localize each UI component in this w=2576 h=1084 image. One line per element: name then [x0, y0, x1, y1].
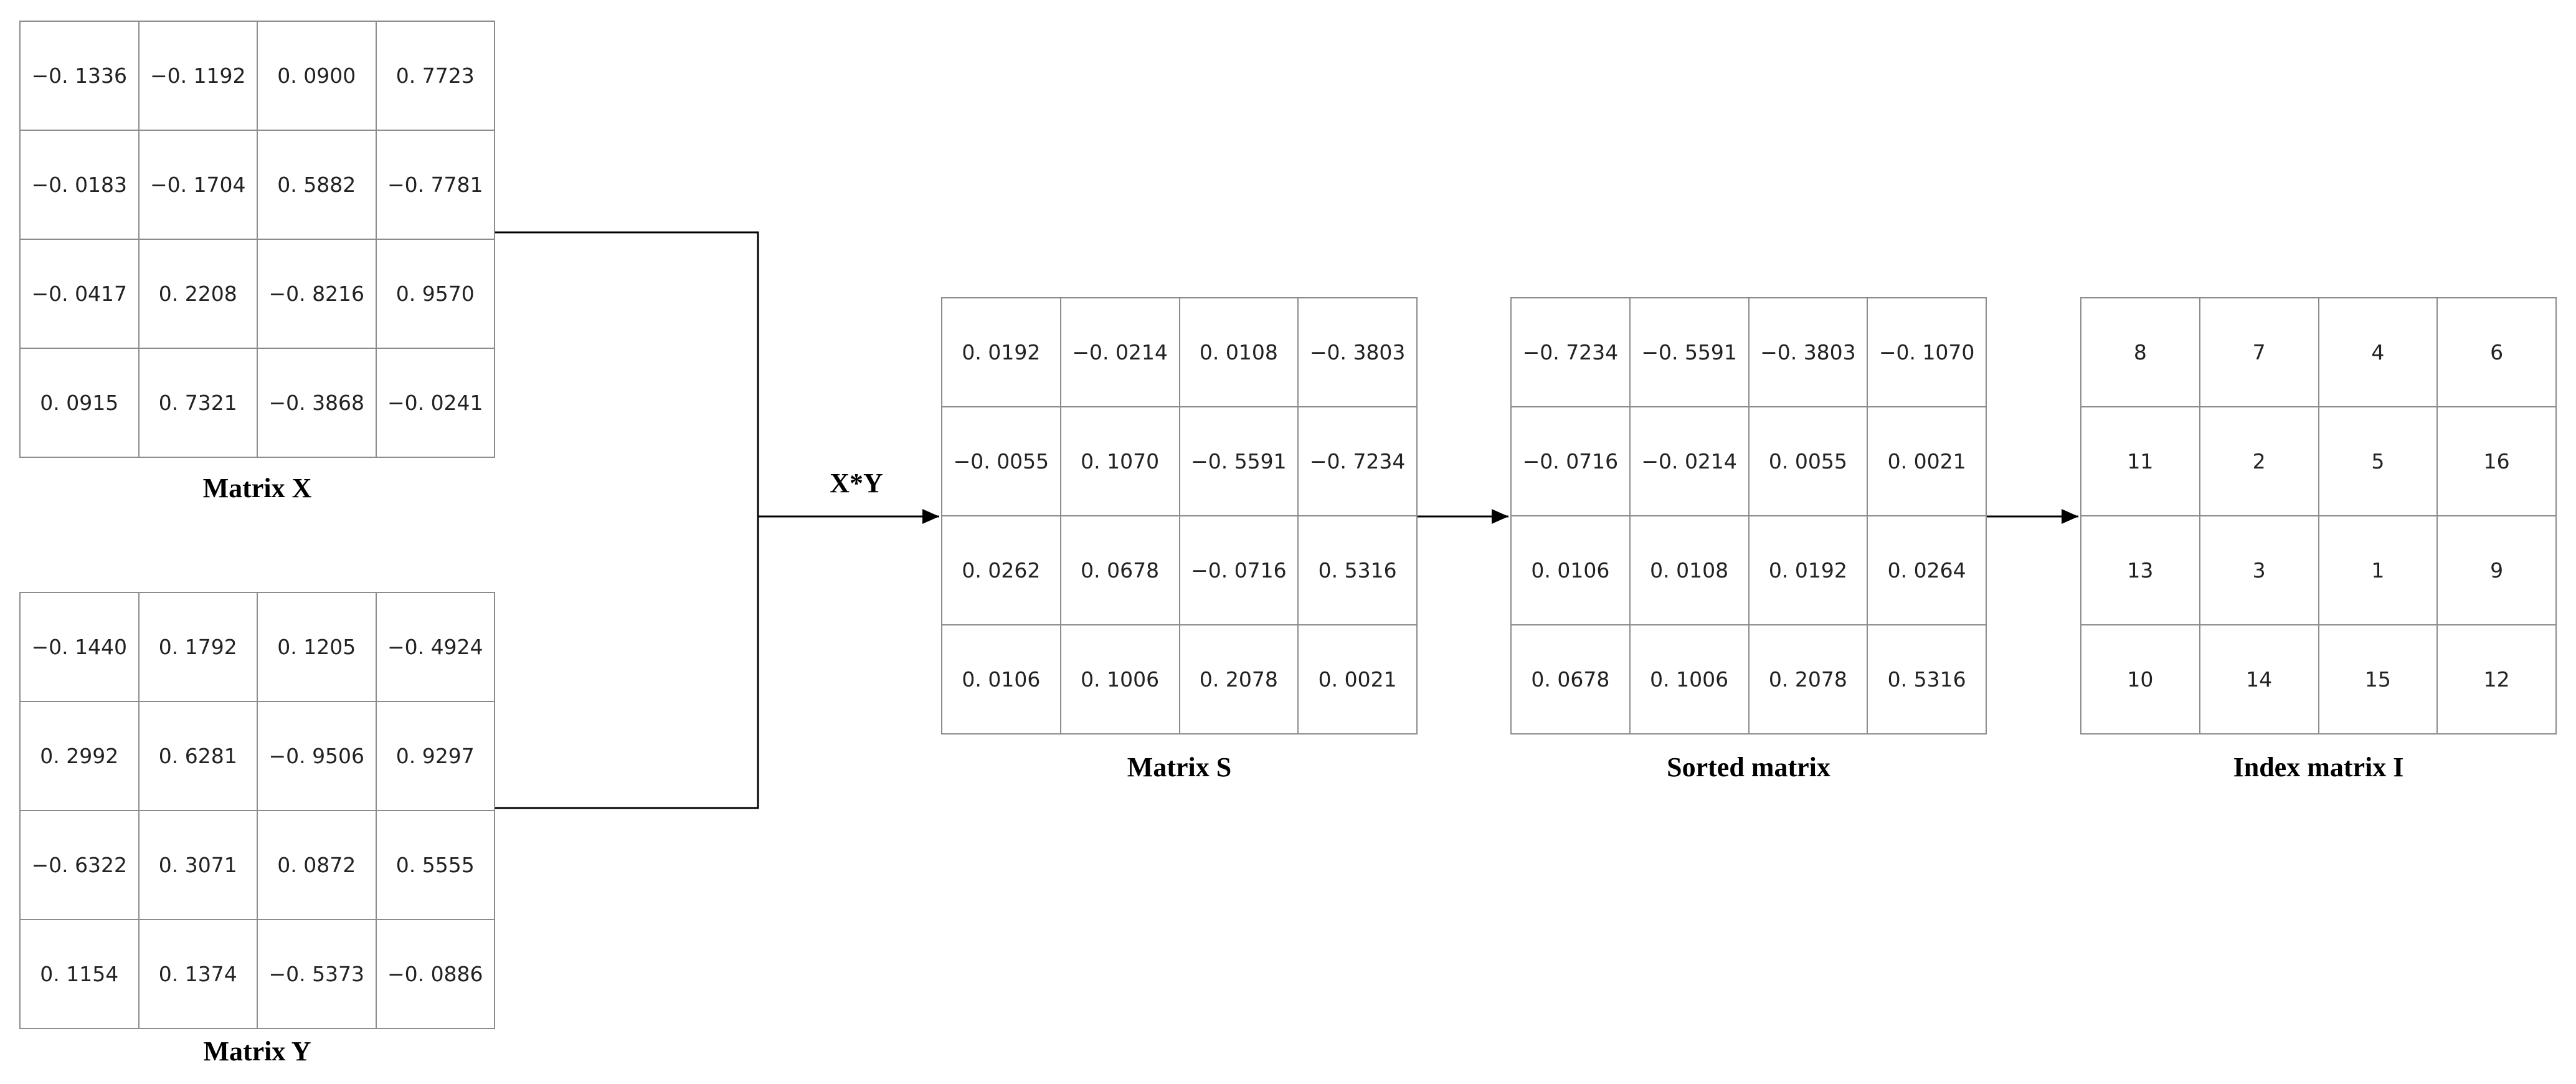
matrix-x-caption: Matrix X — [202, 473, 312, 503]
matrix-y-cell: 0. 1374 — [139, 920, 258, 1029]
matrix-s-cell: 0. 0021 — [1299, 625, 1418, 735]
index-matrix-cell: 10 — [2081, 625, 2200, 735]
sorted-matrix-cell: 0. 2078 — [1749, 625, 1868, 735]
sorted-matrix-cell: −0. 5591 — [1630, 298, 1750, 407]
matrix-x-cell: −0. 1336 — [21, 22, 140, 131]
matrix-y-cell: 0. 6281 — [139, 702, 258, 811]
matrix-s-cell: 0. 5316 — [1299, 516, 1418, 625]
matrix-x-cell: −0. 1192 — [139, 22, 258, 131]
matrix-x-cell: 0. 9570 — [376, 240, 495, 349]
matrix-y-cell: −0. 0886 — [376, 920, 495, 1029]
index-matrix-cell: 3 — [2200, 516, 2319, 625]
matrix-s-cell: 0. 0192 — [942, 298, 1061, 407]
matrix-s-cell: 0. 0678 — [1061, 516, 1180, 625]
sorted-matrix-cell: 0. 0678 — [1512, 625, 1631, 735]
sorted-matrix-cell: −0. 0716 — [1512, 407, 1631, 516]
matrix-y-cell: −0. 6322 — [21, 811, 140, 920]
matrix-y-cell: 0. 1154 — [21, 920, 140, 1029]
x-to-merge-line — [495, 231, 759, 809]
matrix-y-caption: Matrix Y — [203, 1036, 311, 1067]
matrix-x-cell: −0. 0417 — [21, 240, 140, 349]
matrix-x-cell: −0. 0241 — [376, 349, 495, 458]
matrix-x-cell: 0. 0900 — [258, 22, 377, 131]
sorted-matrix-cell: 0. 0108 — [1630, 516, 1750, 625]
sorted-matrix-caption: Sorted matrix — [1667, 752, 1830, 782]
sorted-matrix: −0. 7234 −0. 5591 −0. 3803 −0. 1070 −0. … — [1510, 297, 1987, 735]
sorted-matrix-cell: −0. 0214 — [1630, 407, 1750, 516]
sorted-matrix-cell: 0. 0264 — [1868, 516, 1987, 625]
matrix-y-cell: 0. 0872 — [258, 811, 377, 920]
matrix-x-cell: 0. 7723 — [376, 22, 495, 131]
index-matrix-cell: 9 — [2438, 516, 2557, 625]
matrix-x-cell: 0. 5882 — [258, 131, 377, 240]
matrix-s-cell: 0. 2078 — [1180, 625, 1299, 735]
sorted-matrix-cell: 0. 5316 — [1868, 625, 1987, 735]
sorted-matrix-cell: −0. 3803 — [1749, 298, 1868, 407]
matrix-x-cell: −0. 8216 — [258, 240, 377, 349]
matrix-s-cell: −0. 0214 — [1061, 298, 1180, 407]
matrix-s-cell: 0. 1006 — [1061, 625, 1180, 735]
matrix-x: −0. 1336 −0. 1192 0. 0900 0. 7723 −0. 01… — [19, 21, 495, 458]
index-matrix-cell: 2 — [2200, 407, 2319, 516]
matrix-x-cell: −0. 7781 — [376, 131, 495, 240]
matrix-x-cell: −0. 3868 — [258, 349, 377, 458]
matrix-y-cell: 0. 1205 — [258, 593, 377, 702]
index-matrix-cell: 5 — [2319, 407, 2438, 516]
matrix-x-cell: −0. 0183 — [21, 131, 140, 240]
matrix-s-cell: −0. 5591 — [1180, 407, 1299, 516]
sorted-matrix-cell: 0. 0106 — [1512, 516, 1631, 625]
matrix-x-cell: −0. 1704 — [139, 131, 258, 240]
index-matrix-cell: 6 — [2438, 298, 2557, 407]
matrix-y-cell: −0. 5373 — [258, 920, 377, 1029]
matrix-s-cell: 0. 1070 — [1061, 407, 1180, 516]
index-matrix-cell: 16 — [2438, 407, 2557, 516]
matrix-y-cell: 0. 5555 — [376, 811, 495, 920]
index-matrix: 8 7 4 6 11 2 5 16 13 3 1 9 10 14 15 12 — [2080, 297, 2557, 735]
index-matrix-cell: 12 — [2438, 625, 2557, 735]
matrix-y-cell: 0. 3071 — [139, 811, 258, 920]
index-matrix-cell: 14 — [2200, 625, 2319, 735]
index-matrix-cell: 15 — [2319, 625, 2438, 735]
index-matrix-cell: 1 — [2319, 516, 2438, 625]
matrix-y-cell: 0. 2992 — [21, 702, 140, 811]
matrix-s-cell: 0. 0106 — [942, 625, 1061, 735]
matrix-y: −0. 1440 0. 1792 0. 1205 −0. 4924 0. 299… — [19, 592, 495, 1029]
matrix-x-cell: 0. 2208 — [139, 240, 258, 349]
operation-label: X*Y — [830, 468, 883, 498]
matrix-x-cell: 0. 0915 — [21, 349, 140, 458]
matrix-x-cell: 0. 7321 — [139, 349, 258, 458]
index-matrix-cell: 4 — [2319, 298, 2438, 407]
index-matrix-cell: 8 — [2081, 298, 2200, 407]
matrix-s-cell: −0. 0055 — [942, 407, 1061, 516]
index-matrix-caption: Index matrix I — [2233, 752, 2404, 782]
matrix-s-cell: −0. 0716 — [1180, 516, 1299, 625]
matrix-y-cell: −0. 1440 — [21, 593, 140, 702]
matrix-s-cell: 0. 0108 — [1180, 298, 1299, 407]
matrix-s: 0. 0192 −0. 0214 0. 0108 −0. 3803 −0. 00… — [941, 297, 1418, 735]
index-matrix-cell: 13 — [2081, 516, 2200, 625]
sorted-matrix-cell: 0. 0192 — [1749, 516, 1868, 625]
index-matrix-cell: 7 — [2200, 298, 2319, 407]
matrix-s-cell: −0. 7234 — [1299, 407, 1418, 516]
matrix-y-cell: −0. 4924 — [376, 593, 495, 702]
sorted-matrix-cell: 0. 0055 — [1749, 407, 1868, 516]
sorted-matrix-cell: 0. 1006 — [1630, 625, 1750, 735]
sorted-matrix-cell: 0. 0021 — [1868, 407, 1987, 516]
matrix-y-cell: 0. 9297 — [376, 702, 495, 811]
index-matrix-cell: 11 — [2081, 407, 2200, 516]
sorted-matrix-cell: −0. 1070 — [1868, 298, 1987, 407]
matrix-y-cell: 0. 1792 — [139, 593, 258, 702]
matrix-s-cell: 0. 0262 — [942, 516, 1061, 625]
matrix-s-cell: −0. 3803 — [1299, 298, 1418, 407]
sorted-matrix-cell: −0. 7234 — [1512, 298, 1631, 407]
matrix-y-cell: −0. 9506 — [258, 702, 377, 811]
matrix-s-caption: Matrix S — [1127, 752, 1232, 782]
